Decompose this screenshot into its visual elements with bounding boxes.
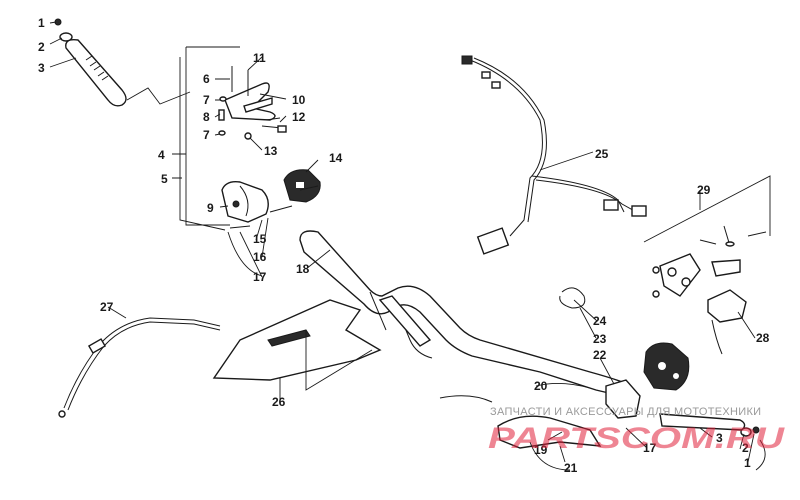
callout-23: 23 [593,332,607,346]
callout-20: 20 [534,379,548,393]
callout-9: 9 [207,201,214,215]
callout-16: 16 [253,250,267,264]
callout-1-bottom: 1 [744,456,751,470]
callout-17-right: 17 [643,441,657,455]
callout-8: 8 [203,110,210,124]
heater-element [497,415,602,449]
callout-21: 21 [564,461,578,475]
callout-12: 12 [292,110,306,124]
throttle-cable [58,317,221,418]
callout-19: 19 [534,443,548,457]
wiring-harness [461,55,647,255]
watermark-logo: PARTSCOM.RU [488,422,786,455]
callout-3-bottom: 3 [716,431,723,445]
callout-4: 4 [158,148,165,162]
left-housing [221,180,293,229]
callout-10: 10 [292,93,306,107]
watermark-text: ЗАПЧАСТИ И АКСЕССУАРЫ ДЛЯ МОТОТЕХНИКИ [490,406,762,418]
callout-11: 11 [253,51,266,65]
control-module [707,289,747,355]
right-grip [659,413,760,437]
handlebar [299,230,637,399]
callout-7a: 7 [203,93,210,107]
callout-1-top: 1 [38,16,45,30]
callout-24: 24 [593,314,607,328]
callout-27: 27 [100,300,114,314]
mounting-bracket-assembly [643,175,771,298]
callout-22: 22 [593,348,607,362]
callout-13: 13 [264,144,278,158]
clip-ring [559,287,586,309]
callout-2-top: 2 [38,40,45,54]
callout-7b: 7 [203,128,210,142]
switch-housing [283,169,321,203]
handlebar-pad [212,299,382,381]
left-grip [54,18,127,107]
right-switch-housing [643,342,690,391]
callout-15: 15 [253,232,267,246]
callout-17-left: 17 [253,270,267,284]
callout-28: 28 [756,331,770,345]
callout-29: 29 [697,183,711,197]
callout-2-bottom: 2 [742,441,749,455]
callout-5: 5 [161,172,168,186]
callout-3-top: 3 [38,61,45,75]
callout-25: 25 [595,147,609,161]
watermark-logo-text: PARTSCOM.RU [488,422,786,455]
callout-26: 26 [272,395,286,409]
callout-18: 18 [296,262,310,276]
callout-14: 14 [329,151,343,165]
callout-6: 6 [203,72,210,86]
throttle-lever-assembly [218,66,287,140]
lower-housing [605,379,641,419]
